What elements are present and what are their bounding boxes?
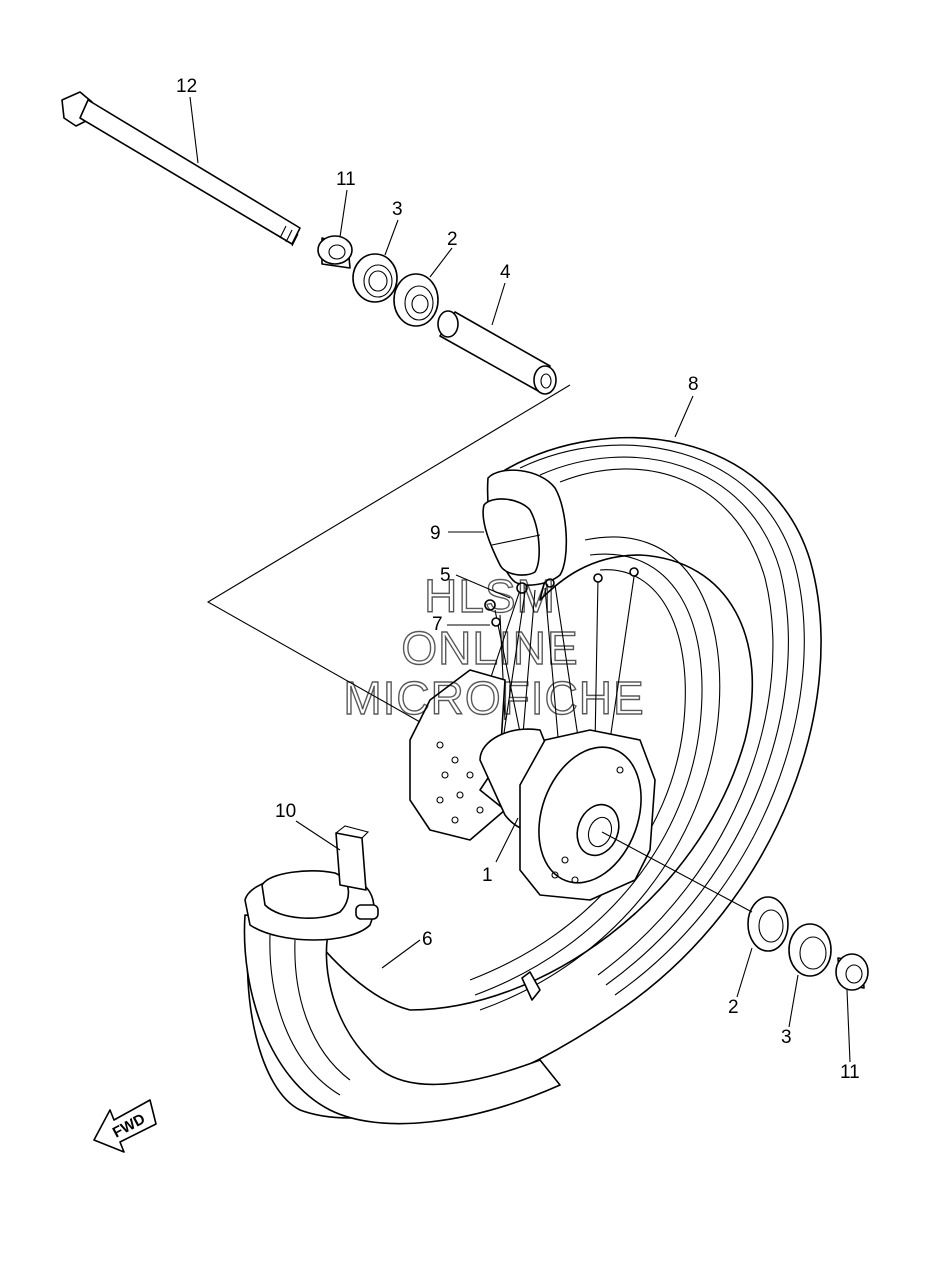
- hub-holes: [436, 741, 624, 884]
- fwd-direction-arrow: FWD: [93, 1099, 157, 1153]
- watermark-line-3: MICROFICHE: [343, 672, 644, 724]
- callout-seal-top: 3: [392, 199, 403, 220]
- callout-seal-bottom: 3: [781, 1027, 792, 1048]
- valve-stem: [521, 971, 541, 1001]
- callout-collar-bottom: 11: [840, 1062, 860, 1083]
- tube: [243, 870, 561, 1125]
- callout-spoke: 5: [440, 565, 451, 586]
- axle-assembly: [61, 91, 557, 395]
- callout-collar-top: 11: [336, 169, 356, 190]
- assembly-guide-lines: [206, 384, 753, 913]
- callout-rim-strip: 10: [275, 801, 296, 822]
- callout-tire: 8: [688, 374, 699, 395]
- callout-spacer: 4: [500, 262, 511, 283]
- callout-labels: 12 11 3 2 4 8 9 5 7 1 10 6 2 3 11: [176, 76, 860, 1083]
- callout-hub: 1: [482, 865, 493, 886]
- callout-rim-band: 9: [430, 523, 441, 544]
- callout-nipple: 7: [432, 614, 443, 635]
- tire: [246, 436, 822, 1119]
- hub: [409, 669, 656, 901]
- bottom-parts: [747, 896, 869, 991]
- rim-band: [482, 469, 568, 586]
- callout-axle: 12: [176, 76, 197, 97]
- watermark: HLSM ONLINE MICROFICHE: [343, 569, 645, 724]
- rim-strip: [335, 825, 370, 891]
- leader-lines: [189, 96, 851, 1063]
- callout-tube: 6: [422, 929, 433, 950]
- watermark-line-2: ONLINE: [401, 622, 578, 674]
- callout-bearing-bottom: 2: [728, 997, 739, 1018]
- callout-bearing-top: 2: [447, 229, 458, 250]
- watermark-line-1: HLSM: [424, 570, 556, 622]
